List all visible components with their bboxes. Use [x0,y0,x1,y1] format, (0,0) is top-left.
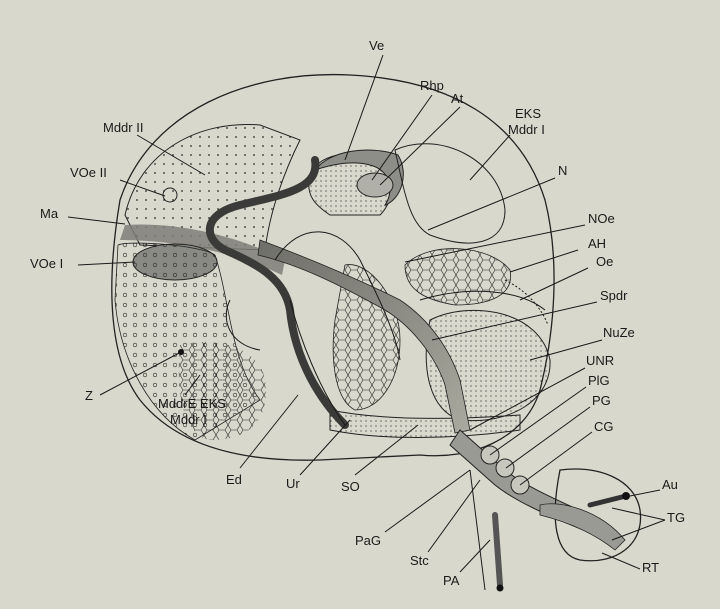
label-so: SO [341,479,360,494]
label-oe: Oe [596,254,613,269]
label-tg: TG [667,510,685,525]
label-cg: CG [594,419,614,434]
label-ur: Ur [286,476,300,491]
label-n: N [558,163,567,178]
label-au: Au [662,477,678,492]
label-spdr: Spdr [600,288,628,303]
label-ed: Ed [226,472,242,487]
label-mddr-one-bottom: Mddr I [170,412,207,427]
label-unr: UNR [586,353,614,368]
label-rt: RT [642,560,659,575]
au-tentacle [590,497,622,505]
label-pag: PaG [355,533,381,548]
pg-ganglion [496,459,514,477]
au-eye [622,492,630,500]
label-eks-top: EKS [515,106,541,121]
label-mddr-one-top: Mddr I [508,122,545,137]
label-noe: NOe [588,211,615,226]
label-at: At [451,91,464,106]
pa-tentacle [495,515,500,585]
stc-stem [470,470,485,590]
label-z: Z [85,388,93,403]
label-pa: PA [443,573,460,588]
rt-body [540,504,625,550]
label-voe-one: VOe I [30,256,63,271]
label-ah: AH [588,236,606,251]
label-ma: Ma [40,206,59,221]
label-stc: Stc [410,553,429,568]
noe-cells [405,249,511,305]
label-rhp: Rhp [420,78,444,93]
label-mddr-eks: MddrE EKS [158,396,226,411]
label-nuze: NuZe [603,325,635,340]
label-ve: Ve [369,38,384,53]
label-mddr-two: Mddr II [103,120,143,135]
label-voe-two: VOe II [70,165,107,180]
pa-eye [497,585,504,592]
label-pg: PG [592,393,611,408]
label-plg: PlG [588,373,610,388]
